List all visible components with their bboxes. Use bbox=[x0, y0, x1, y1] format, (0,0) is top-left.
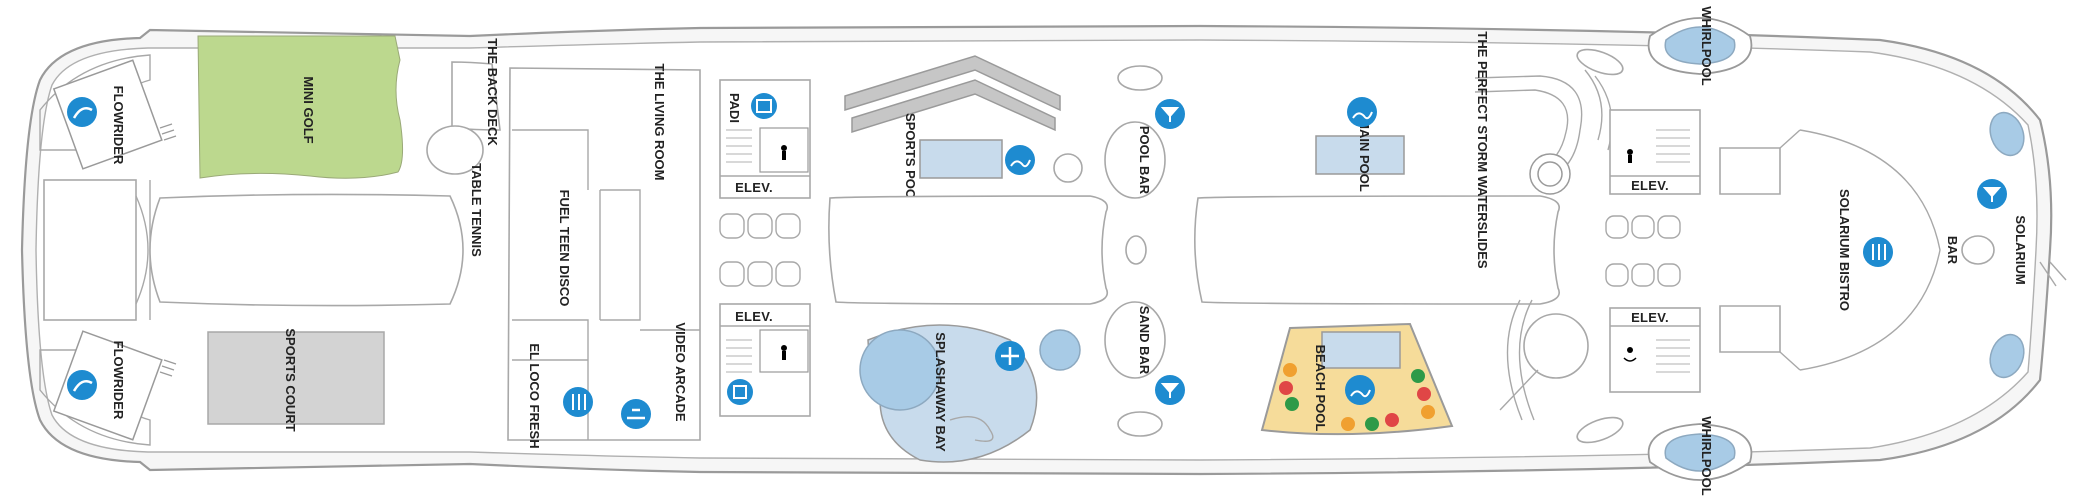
swim-icon bbox=[1347, 97, 1377, 127]
flowrider-bottom-label: FLOWRIDER bbox=[111, 341, 126, 420]
back-deck-area: THE BACK DECK TABLE TENNIS bbox=[426, 38, 501, 257]
table-tennis-label: TABLE TENNIS bbox=[469, 163, 484, 257]
beach-umbrellas bbox=[1279, 363, 1435, 431]
aft-elevator-core: ELEV. bbox=[719, 303, 811, 417]
splashaway-bay-label: SPLASHAWAY BAY bbox=[933, 332, 948, 452]
elev-label-1: ELEV. bbox=[735, 180, 773, 195]
video-arcade-label: VIDEO ARCADE bbox=[673, 322, 688, 422]
solarium-bar-label: BAR bbox=[1945, 236, 1960, 265]
flowrider-top-ramp bbox=[159, 123, 177, 141]
teen-area-building: THE LIVING ROOM FUEL TEEN DISCO EL LOCO … bbox=[507, 64, 701, 449]
solarium-label: SOLARIUM bbox=[2013, 215, 2028, 284]
sports-pool-canopy bbox=[844, 55, 1061, 134]
restroom-icon bbox=[782, 151, 786, 160]
sports-pool-label: SPORTS POOL bbox=[903, 113, 918, 207]
solarium-area: SOLARIUM BISTRO BAR SOLARIUM bbox=[1719, 111, 2067, 379]
sand-bar-area: SAND BAR bbox=[1104, 301, 1185, 437]
elev-label-2: ELEV. bbox=[735, 309, 773, 324]
mini-golf-area: MINI GOLF bbox=[197, 35, 404, 179]
flowrider-top-label: FLOWRIDER bbox=[111, 86, 126, 165]
accessible-icon bbox=[1627, 347, 1633, 353]
living-room-label: THE LIVING ROOM bbox=[652, 64, 667, 181]
mini-golf-label: MINI GOLF bbox=[301, 76, 316, 143]
fuel-teen-disco-label: FUEL TEEN DISCO bbox=[557, 190, 572, 307]
elevator-landing bbox=[719, 213, 801, 287]
elevator-icon bbox=[727, 379, 753, 405]
padi-icon bbox=[751, 93, 777, 119]
flowrider-top: FLOWRIDER bbox=[52, 59, 177, 170]
main-pool-area: MAIN POOL bbox=[1315, 97, 1405, 192]
forward-elevator-core: PADI ELEV. bbox=[719, 79, 811, 199]
splashaway-bay-area: SPLASHAWAY BAY bbox=[859, 324, 1081, 463]
forward-elevator-landing bbox=[1605, 215, 1681, 287]
elev-label-4: ELEV. bbox=[1631, 310, 1669, 325]
surf-icon bbox=[67, 97, 97, 127]
padi-label: PADI bbox=[727, 93, 742, 123]
sports-pool-area: SPORTS POOL bbox=[903, 113, 1083, 207]
whirlpool-bottom: WHIRLPOOL bbox=[1647, 416, 1753, 496]
waterslides-label: THE PERFECT STORM WATERSLIDES bbox=[1475, 31, 1490, 268]
beach-pool-label: BEACH POOL bbox=[1313, 345, 1328, 432]
back-deck-label: THE BACK DECK bbox=[485, 38, 500, 146]
flowrider-bottom-ramp bbox=[159, 359, 177, 377]
sand-bar-label: SAND BAR bbox=[1137, 306, 1152, 375]
waterslides-area: THE PERFECT STORM WATERSLIDES bbox=[1474, 31, 1624, 444]
swim-icon bbox=[1005, 145, 1035, 175]
swim-icon bbox=[1345, 375, 1375, 405]
solarium-bistro-label: SOLARIUM BISTRO bbox=[1837, 189, 1852, 311]
flowrider-bottom: FLOWRIDER bbox=[52, 330, 177, 441]
surf-icon bbox=[67, 370, 97, 400]
sports-court-label: SPORTS COURT bbox=[283, 328, 298, 431]
el-loco-fresh-label: EL LOCO FRESH bbox=[527, 343, 542, 448]
sports-court-area: SPORTS COURT bbox=[207, 328, 385, 432]
pool-bar-area: POOL BAR bbox=[1104, 65, 1185, 199]
main-pool-label: MAIN POOL bbox=[1357, 118, 1372, 192]
elev-label-3: ELEV. bbox=[1631, 178, 1669, 193]
whirlpool-top: WHIRLPOOL bbox=[1647, 6, 1753, 86]
arcade-icon bbox=[621, 399, 651, 429]
whirlpool-top-label: WHIRLPOOL bbox=[1699, 6, 1714, 85]
forward-elevator-top: ELEV. bbox=[1609, 109, 1701, 195]
forward-elevator-bottom: ELEV. bbox=[1609, 307, 1701, 393]
whirlpool-bottom-label: WHIRLPOOL bbox=[1699, 416, 1714, 495]
pool-bar-label: POOL BAR bbox=[1137, 126, 1152, 195]
beach-pool-area: BEACH POOL bbox=[1260, 322, 1454, 436]
